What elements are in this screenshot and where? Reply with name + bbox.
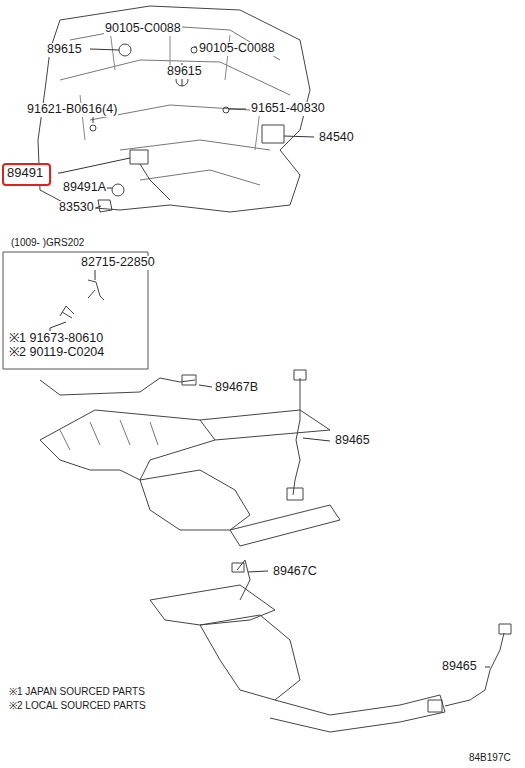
bolt [60, 306, 74, 318]
part-number: ※2 90119-C0204 [8, 346, 105, 360]
bolt [191, 47, 197, 53]
part-number: 89467C [272, 565, 318, 579]
exhaust-pipe-front [150, 585, 275, 625]
part-number: 91651-40830 [250, 102, 326, 116]
part-number: 84B197C [468, 752, 512, 763]
catalytic-converter [200, 615, 300, 700]
o2-sensor-wire [40, 378, 195, 395]
leader-lines [58, 31, 314, 208]
part-number: 89615 [166, 65, 203, 79]
leader-lines [50, 269, 95, 331]
exhaust-pipe [230, 505, 340, 546]
part-number: 89491A [62, 181, 107, 195]
part-number: 90105-C0088 [104, 22, 182, 36]
part-number: 84540 [318, 131, 355, 145]
connector [294, 370, 306, 380]
part-number: 89491 [4, 165, 49, 182]
exhaust-manifold [40, 410, 215, 480]
connector [499, 624, 511, 634]
sensor-body [287, 488, 303, 500]
bolt [223, 107, 229, 113]
part-number: 89465 [334, 434, 371, 448]
switch-part [262, 125, 284, 143]
connector [232, 563, 244, 572]
connector [182, 375, 196, 385]
o2-sensor-wire [293, 378, 300, 495]
exhaust-pipe [270, 695, 445, 732]
part-number: 83530 [58, 201, 95, 215]
part-number: ※1 91673-80610 [8, 332, 104, 346]
part-number: (1009- )GRS202 [10, 237, 85, 248]
gasket [112, 184, 124, 196]
sensor-bracket [88, 280, 104, 300]
part-number: ※2 LOCAL SOURCED PARTS [8, 700, 147, 711]
part-number: 91621-B0616(4) [26, 103, 118, 117]
part-number: 82715-22850 [80, 256, 156, 270]
part-number: 89465 [441, 660, 478, 674]
sensor-wire [140, 164, 170, 200]
catalytic-converter [140, 470, 250, 530]
highlighted-part-box: 89491 [2, 163, 51, 186]
sensor-part [119, 44, 131, 56]
part-number: 89615 [46, 43, 83, 57]
sensor-part [130, 150, 148, 164]
bolt [90, 125, 96, 131]
part-number: ※1 JAPAN SOURCED PARTS [8, 686, 146, 697]
part-number: 89467B [214, 381, 259, 395]
exhaust-pipe-rear [200, 410, 330, 440]
manifold-ports [60, 420, 158, 450]
leader-lines [248, 571, 490, 667]
part-number: 90105-C0088 [198, 42, 276, 56]
sensor-body [428, 700, 442, 712]
